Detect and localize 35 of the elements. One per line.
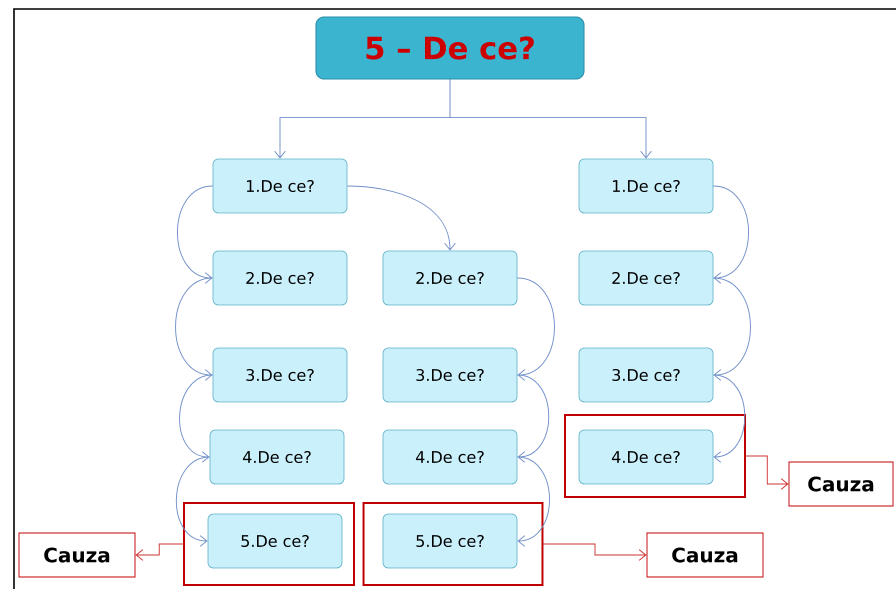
- arrow: [516, 456, 550, 547]
- arrow: [135, 544, 184, 561]
- highlight-frame: [183, 502, 355, 586]
- arrow: [712, 186, 749, 284]
- question-box: 2.De ce?: [382, 250, 518, 306]
- arrow: [346, 186, 456, 251]
- arrow: [516, 278, 555, 381]
- question-box: 2.De ce?: [212, 250, 348, 306]
- arrow: [712, 278, 751, 381]
- arrow: [179, 374, 214, 463]
- arrow: [516, 374, 550, 463]
- question-box: 3.De ce?: [382, 348, 518, 402]
- question-box: 1.De ce?: [578, 158, 714, 214]
- question-box: 4.De ce?: [578, 430, 714, 484]
- arrow: [177, 186, 214, 284]
- cause-box: Cauza: [18, 532, 136, 578]
- question-box: 5.De ce?: [382, 514, 518, 568]
- question-box: 3.De ce?: [212, 348, 348, 402]
- question-box: 2.De ce?: [578, 250, 714, 306]
- question-box: 1.De ce?: [212, 158, 348, 214]
- arrow: [176, 456, 210, 547]
- arrow: [543, 544, 647, 561]
- question-box: 5.De ce?: [208, 514, 342, 568]
- question-box: 4.De ce?: [382, 430, 518, 484]
- arrow: [712, 374, 746, 463]
- arrow: [746, 456, 789, 490]
- question-box: 4.De ce?: [210, 430, 344, 484]
- highlight-frame: [564, 414, 746, 498]
- question-box: 3.De ce?: [578, 348, 714, 402]
- arrow: [450, 79, 652, 159]
- highlight-frame: [362, 502, 544, 586]
- title-box: 5 – De ce?: [315, 16, 585, 80]
- arrow: [175, 278, 214, 381]
- cause-box: Cauza: [646, 532, 764, 578]
- cause-box: Cauza: [788, 462, 894, 506]
